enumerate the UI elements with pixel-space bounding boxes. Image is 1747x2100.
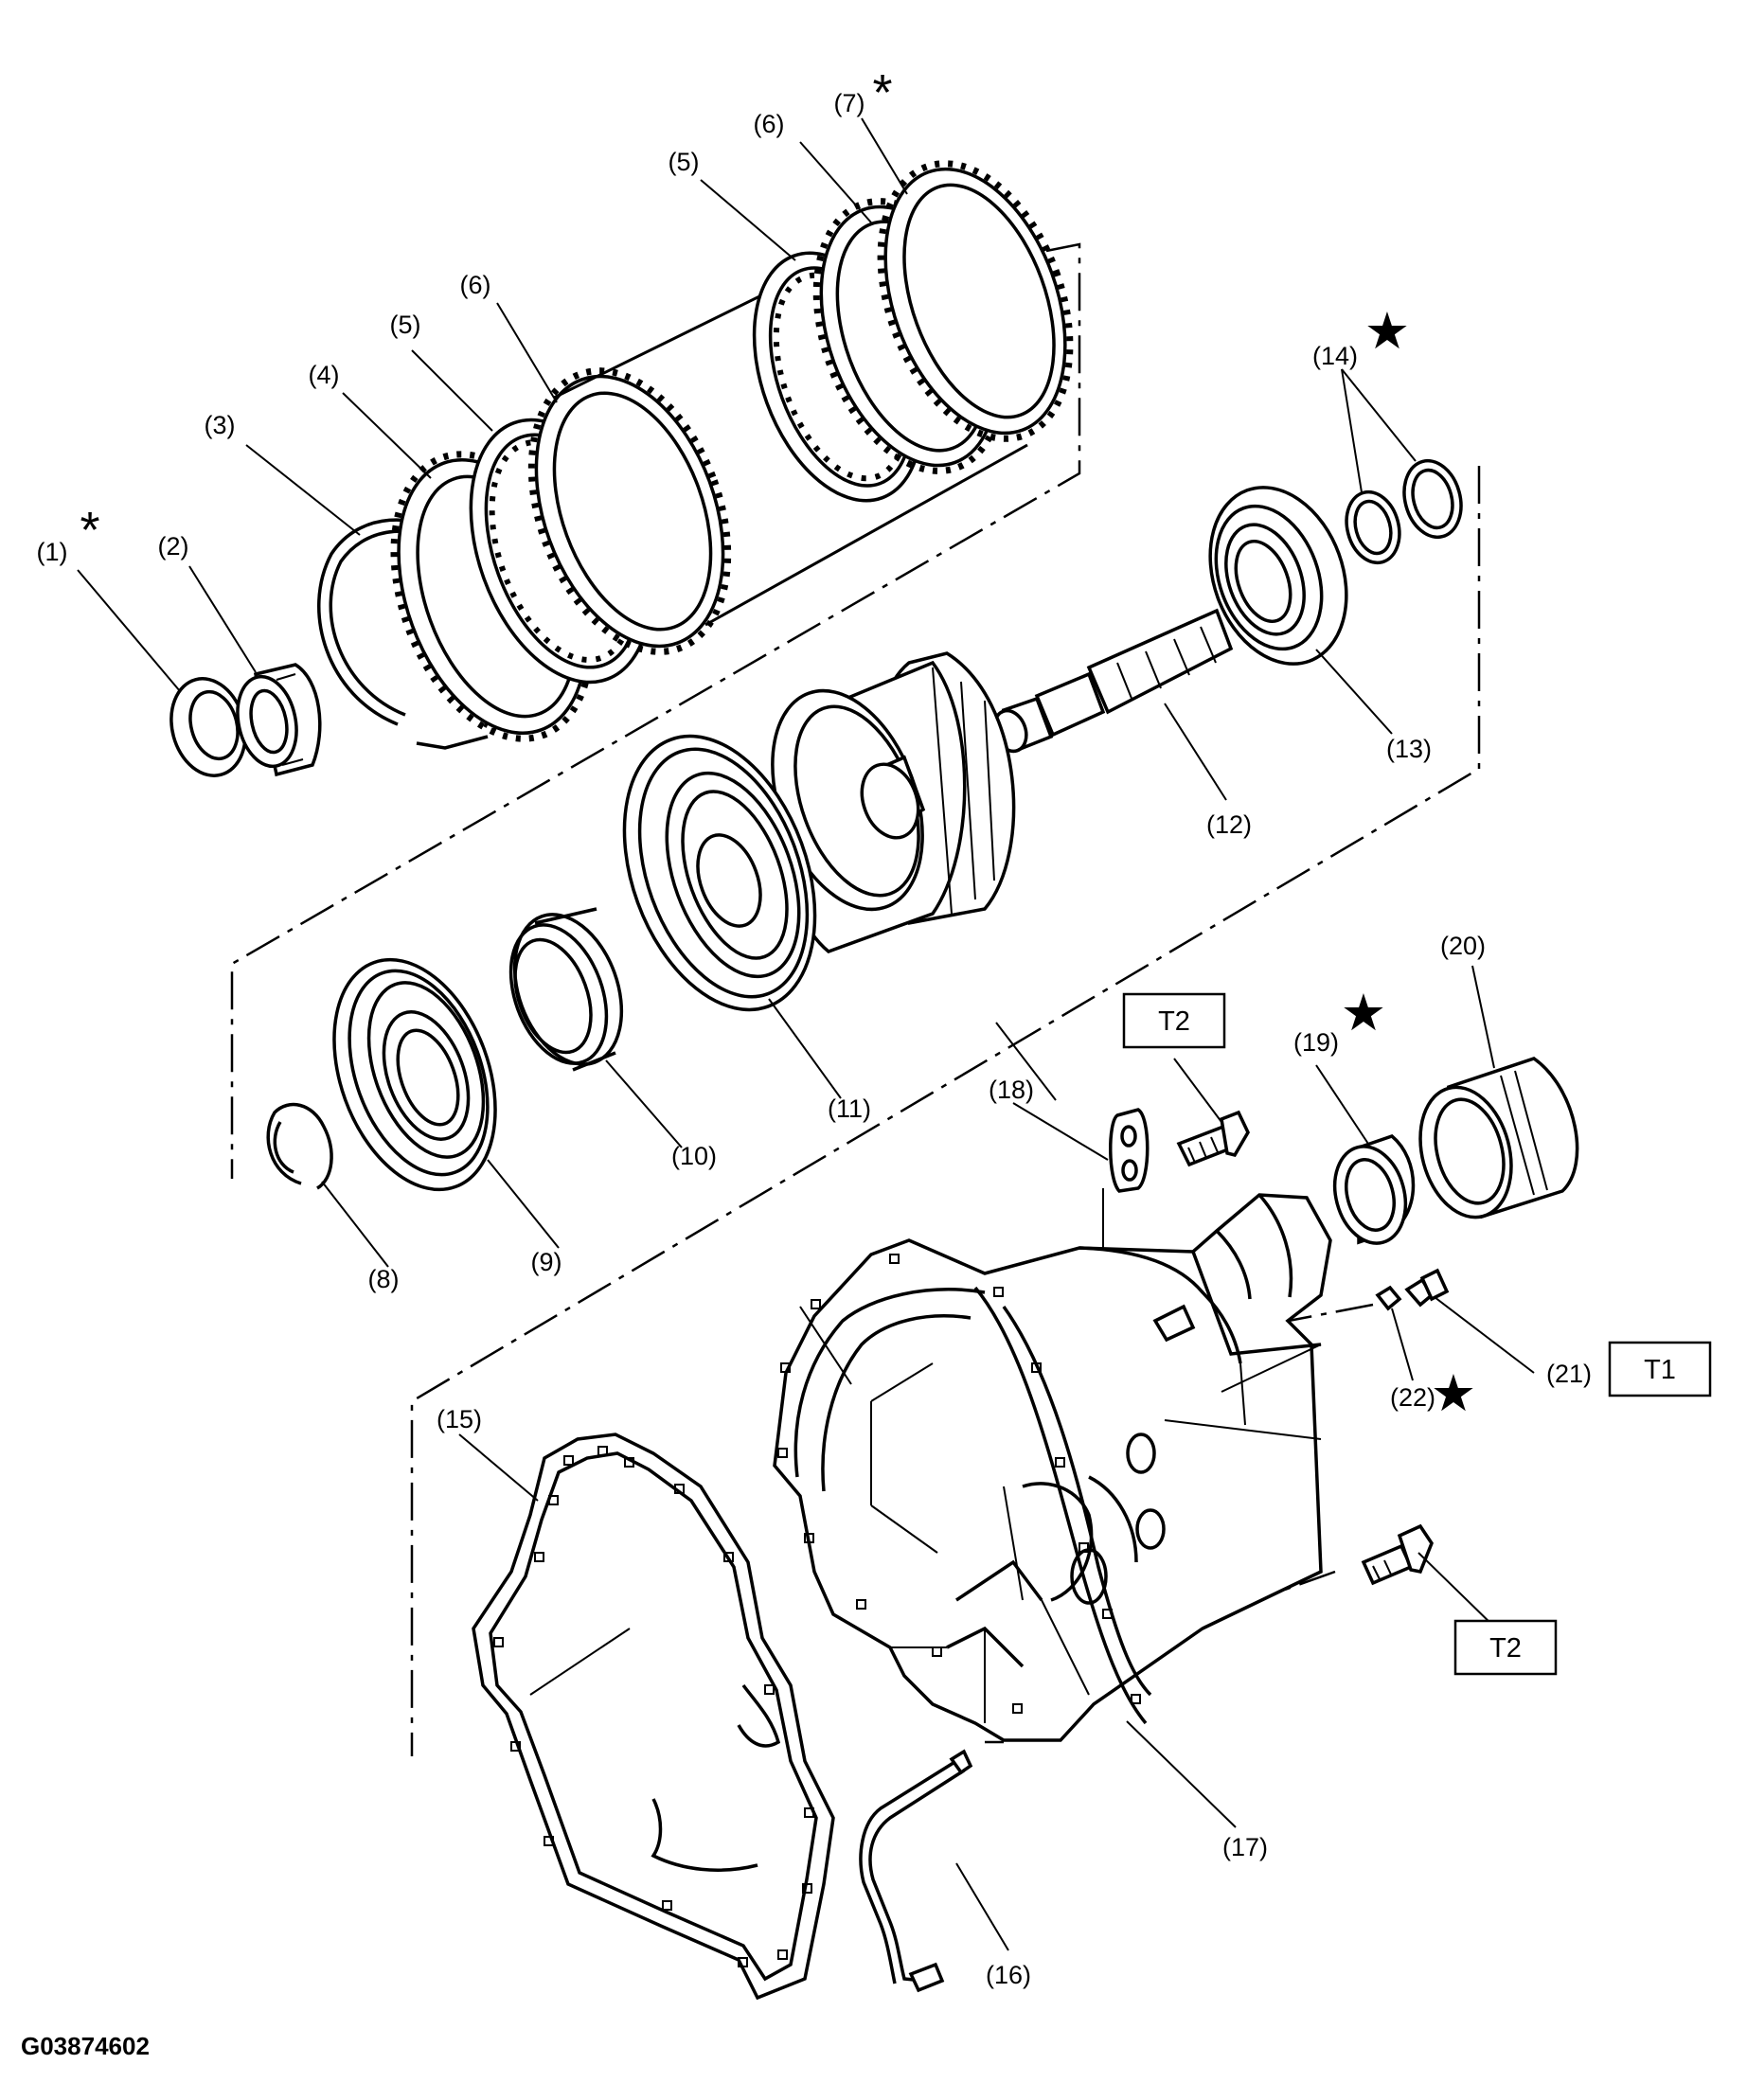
symbol-marks: * * ★ ★ ★ [80, 64, 1476, 1422]
callout-21: (21) [1546, 1360, 1592, 1388]
gasket-bolt-holes [493, 1446, 814, 1967]
callout-19: (19) [1293, 1028, 1339, 1057]
callout-14: (14) [1312, 342, 1358, 370]
callout-16: (16) [986, 1961, 1031, 1989]
star-mark: ★ [1341, 985, 1386, 1041]
callout-6: (6) [460, 271, 491, 299]
asterisk-mark: * [872, 64, 892, 121]
part-11-drum [622, 734, 817, 1012]
torque-label: T1 [1644, 1355, 1676, 1385]
part-9-piston [332, 957, 497, 1192]
torque-box-t2-top: T2 [1122, 992, 1226, 1049]
callout-8: (8) [368, 1265, 400, 1293]
callout-20: (20) [1440, 932, 1486, 960]
asterisk-mark: * [80, 502, 99, 559]
part-19-seal [1332, 1134, 1416, 1245]
part-17-housing [773, 1193, 1332, 1742]
torque-label: T2 [1158, 1006, 1190, 1037]
part-21-plug [1404, 1268, 1450, 1308]
callout-4: (4) [309, 361, 340, 389]
part-7-retaining-plate [877, 160, 1074, 442]
part-12-output-shaft [771, 608, 1234, 953]
callout-9: (9) [531, 1248, 562, 1276]
bolt-bottom [1361, 1523, 1434, 1586]
torque-label: T2 [1489, 1633, 1522, 1664]
star-mark: ★ [1364, 303, 1410, 360]
callout-2: (2) [158, 532, 189, 561]
part-18-bracket [1102, 1108, 1150, 1297]
callout-7: (7) [834, 89, 865, 117]
part-6-drive-plate-left [527, 367, 732, 655]
leader-lines [77, 117, 1535, 1951]
callout-13: (13) [1386, 735, 1432, 763]
part-8-snap-ring [266, 1102, 333, 1190]
callout-22: (22) [1390, 1383, 1435, 1412]
star-mark: ★ [1431, 1365, 1476, 1422]
part-13-bearing [1208, 486, 1348, 666]
callout-18: (18) [989, 1076, 1034, 1104]
bolt-top [1176, 1110, 1250, 1167]
part-22-gasket [1375, 1285, 1402, 1311]
callout-11: (11) [828, 1094, 871, 1123]
callout-1: (1) [37, 538, 68, 566]
part-20-sleeve [1418, 1057, 1579, 1219]
part-10-sleeve [508, 907, 624, 1072]
callout-3: (3) [205, 411, 236, 439]
callout-6: (6) [754, 110, 785, 138]
housing-flange-holes [777, 1254, 1141, 1714]
callout-labels: (1) (2) (3) (4) (5) (6) (5) (6) (7) (8) … [37, 89, 1593, 1989]
torque-box-t2-bottom: T2 [1453, 1619, 1558, 1676]
torque-box-t1: T1 [1608, 1341, 1712, 1397]
callout-5: (5) [390, 311, 421, 339]
part-15-gasket [472, 1433, 835, 2001]
figure-code: G03874602 [21, 2032, 150, 2060]
callout-10: (10) [671, 1142, 717, 1170]
callout-5: (5) [668, 148, 700, 176]
callout-12: (12) [1206, 810, 1252, 839]
part-16-pipe [859, 1749, 973, 1993]
part-2-bushing [236, 663, 322, 777]
part-14-shims [1345, 458, 1463, 565]
callout-15: (15) [437, 1405, 482, 1433]
callout-17: (17) [1222, 1833, 1268, 1861]
